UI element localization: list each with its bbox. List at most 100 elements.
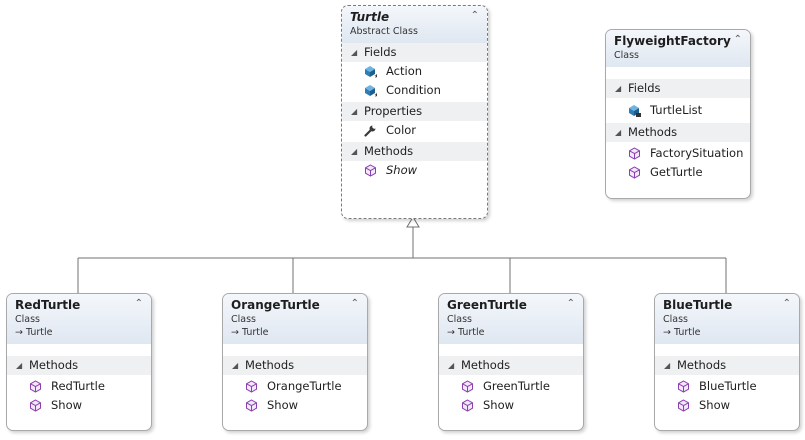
base-class-name: Turtle: [242, 327, 269, 338]
inheritance-arrowhead: [406, 216, 420, 228]
method-cube-icon: [629, 166, 640, 179]
class-greenturtle[interactable]: GreenTurtle Class → Turtle ⌃ ◢ Methods G…: [438, 293, 584, 431]
protected-field-icon: ★: [365, 66, 377, 78]
section-methods[interactable]: ◢ Methods: [7, 356, 151, 375]
method-item[interactable]: Show: [342, 161, 487, 180]
collapse-chevron-icon[interactable]: ⌃: [134, 298, 143, 309]
method-cube-icon: [30, 399, 41, 412]
section-fields[interactable]: ◢ Fields: [606, 79, 750, 98]
method-name: BlueTurtle: [699, 379, 757, 393]
section-properties[interactable]: ◢ Properties: [342, 102, 487, 121]
property-name: Color: [386, 123, 417, 137]
collapse-chevron-icon[interactable]: ⌃: [350, 298, 359, 309]
method-item[interactable]: BlueTurtle: [655, 377, 799, 396]
method-cube-icon: [462, 380, 473, 393]
class-name: FlyweightFactory: [614, 34, 731, 48]
class-header: OrangeTurtle Class → Turtle ⌃: [223, 294, 367, 344]
collapse-chevron-icon[interactable]: ⌃: [470, 10, 479, 21]
base-class: → Turtle: [15, 326, 143, 339]
method-item[interactable]: FactorySituation: [606, 144, 750, 163]
inherit-arrow-icon: →: [447, 327, 455, 338]
field-name: Condition: [386, 83, 441, 97]
protected-field-icon: ★: [365, 85, 377, 97]
class-header: Turtle Abstract Class ⌃: [342, 6, 487, 43]
private-field-icon: [629, 105, 641, 117]
section-methods[interactable]: ◢ Methods: [439, 356, 583, 375]
section-label: Methods: [364, 144, 414, 158]
class-stereotype: Class: [614, 50, 639, 61]
base-class-name: Turtle: [26, 327, 53, 338]
method-item[interactable]: GreenTurtle: [439, 377, 583, 396]
section-label: Fields: [364, 45, 397, 59]
method-name: Show: [699, 398, 731, 412]
class-name: RedTurtle: [15, 298, 81, 312]
class-stereotype: Abstract Class: [350, 26, 418, 37]
class-flyweightfactory[interactable]: FlyweightFactory Class ⌃ ◢ Fields Turtle…: [605, 29, 751, 199]
class-header: BlueTurtle Class → Turtle ⌃: [655, 294, 799, 344]
section-label: Methods: [461, 358, 511, 372]
section-methods[interactable]: ◢ Methods: [655, 356, 799, 375]
method-item[interactable]: Show: [223, 396, 367, 415]
class-name: BlueTurtle: [663, 298, 733, 312]
collapse-chevron-icon[interactable]: ⌃: [782, 298, 791, 309]
method-cube-icon: [246, 380, 257, 393]
base-class: → Turtle: [231, 326, 359, 339]
property-item[interactable]: Color: [342, 121, 487, 140]
section-methods[interactable]: ◢ Methods: [342, 142, 487, 161]
method-name: GetTurtle: [650, 165, 703, 179]
expanded-triangle-icon: ◢: [351, 48, 358, 57]
method-name: RedTurtle: [51, 379, 105, 393]
method-item[interactable]: Show: [655, 396, 799, 415]
expanded-triangle-icon: ◢: [232, 361, 239, 370]
field-name: Action: [386, 64, 423, 78]
expanded-triangle-icon: ◢: [351, 147, 358, 156]
inherit-arrow-icon: →: [15, 327, 23, 338]
inherit-arrow-icon: →: [663, 327, 671, 338]
field-item[interactable]: ★ Action: [342, 62, 487, 81]
expanded-triangle-icon: ◢: [664, 361, 671, 370]
method-item[interactable]: GetTurtle: [606, 163, 750, 182]
method-name: Show: [51, 398, 83, 412]
collapse-chevron-icon[interactable]: ⌃: [566, 298, 575, 309]
class-stereotype: Class: [15, 314, 40, 325]
class-stereotype: Class: [663, 314, 688, 325]
base-class: → Turtle: [447, 326, 575, 339]
class-name: GreenTurtle: [447, 298, 527, 312]
field-name: TurtleList: [650, 103, 703, 117]
method-item[interactable]: Show: [7, 396, 151, 415]
section-methods[interactable]: ◢ Methods: [223, 356, 367, 375]
class-header: GreenTurtle Class → Turtle ⌃: [439, 294, 583, 344]
method-item[interactable]: OrangeTurtle: [223, 377, 367, 396]
section-methods[interactable]: ◢ Methods: [606, 123, 750, 142]
section-label: Methods: [29, 358, 79, 372]
class-turtle[interactable]: Turtle Abstract Class ⌃ ◢ Fields ★ Actio…: [341, 5, 488, 219]
section-label: Properties: [364, 104, 423, 118]
class-redturtle[interactable]: RedTurtle Class → Turtle ⌃ ◢ Methods Red…: [6, 293, 152, 431]
method-name: GreenTurtle: [483, 379, 550, 393]
expanded-triangle-icon: ◢: [615, 84, 622, 93]
method-name: Show: [386, 163, 418, 177]
expanded-triangle-icon: ◢: [615, 128, 622, 137]
section-label: Methods: [677, 358, 727, 372]
method-cube-icon: [678, 399, 689, 412]
svg-text:★: ★: [374, 92, 377, 97]
section-label: Fields: [628, 81, 661, 95]
method-cube-icon: [246, 399, 257, 412]
method-name: Show: [267, 398, 299, 412]
field-item[interactable]: ★ Condition: [342, 81, 487, 100]
method-item[interactable]: RedTurtle: [7, 377, 151, 396]
svg-text:★: ★: [374, 73, 377, 78]
class-name: OrangeTurtle: [231, 298, 320, 312]
collapse-chevron-icon[interactable]: ⌃: [733, 34, 742, 45]
method-cube-icon: [678, 380, 689, 393]
base-class-name: Turtle: [674, 327, 701, 338]
class-blueturtle[interactable]: BlueTurtle Class → Turtle ⌃ ◢ Methods Bl…: [654, 293, 800, 431]
method-name: Show: [483, 398, 515, 412]
method-item[interactable]: Show: [439, 396, 583, 415]
class-stereotype: Class: [447, 314, 472, 325]
class-name: Turtle: [350, 10, 390, 24]
field-item[interactable]: TurtleList: [606, 101, 750, 120]
class-orangeturtle[interactable]: OrangeTurtle Class → Turtle ⌃ ◢ Methods …: [222, 293, 368, 431]
section-fields[interactable]: ◢ Fields: [342, 43, 487, 62]
